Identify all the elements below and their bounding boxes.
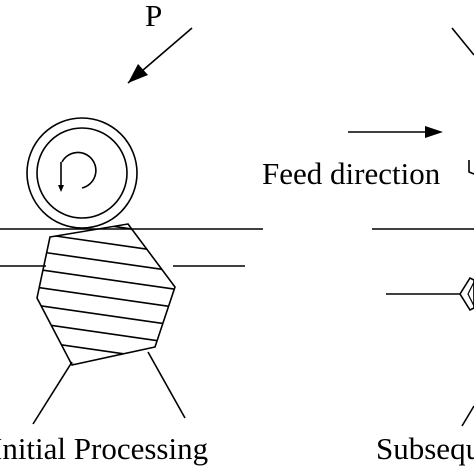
initial-processing-caption: Initial Processing: [0, 431, 208, 466]
roller-outer-circle: [26, 117, 138, 229]
support-lines: [32, 351, 186, 425]
hexagon-outline: [36, 223, 176, 366]
rotation-arrow-icon: [58, 151, 97, 192]
hatched-cross-section: [36, 223, 176, 366]
force-arrow-icon: [127, 27, 193, 84]
force-label: P: [145, 0, 162, 33]
workpiece-lines-right: [372, 228, 474, 427]
feed-arrow-icon: [348, 126, 443, 138]
roller-inner-circle: [36, 127, 128, 219]
right-roller-fragment: [451, 27, 474, 175]
subsequent-processing-caption: Subsequ: [376, 431, 474, 466]
feed-direction-label: Feed direction: [262, 156, 441, 191]
roller: [26, 117, 138, 229]
right-cross-section: [459, 276, 474, 312]
